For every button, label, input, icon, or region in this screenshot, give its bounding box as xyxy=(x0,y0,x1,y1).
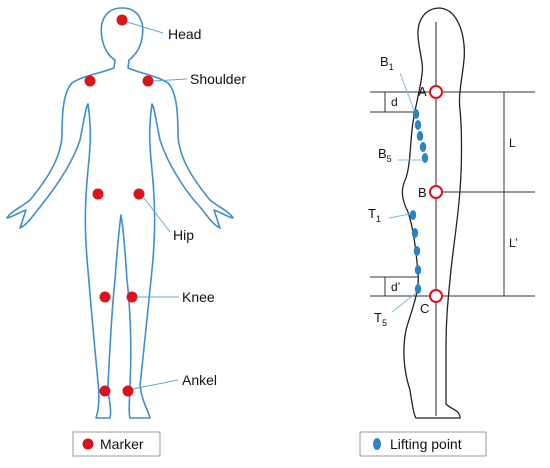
dim-d-prime-label: d’ xyxy=(391,280,400,294)
lifting-point xyxy=(414,265,422,275)
side-leader-lines xyxy=(388,72,423,313)
front-leader-lines xyxy=(126,21,188,390)
hip-leader xyxy=(143,197,171,233)
horizontal-reference-lines xyxy=(370,91,535,297)
front-markers xyxy=(84,14,154,397)
left-shoulder-marker xyxy=(84,75,96,87)
right-shoulder-marker xyxy=(142,75,154,87)
dim-d-label: d xyxy=(391,95,398,109)
point-c-ring xyxy=(429,289,443,303)
side-body-figure xyxy=(401,7,466,419)
lifting-point-legend: Lifting point xyxy=(359,431,487,457)
lifting-point xyxy=(412,109,420,119)
ankle-leader xyxy=(132,379,179,390)
marker-legend-symbol xyxy=(82,438,94,450)
head-leader xyxy=(126,21,164,34)
lifting-legend-symbol xyxy=(373,438,381,450)
left-knee-marker xyxy=(99,291,111,303)
shoulder-label: Shoulder xyxy=(190,71,246,87)
front-labels: Head Shoulder Hip Knee Ankel xyxy=(168,26,246,388)
point-a-label: A xyxy=(418,84,427,99)
marker-legend: Marker xyxy=(72,431,161,457)
lifting-point xyxy=(421,153,429,163)
lifting-label-b1: B1 xyxy=(380,54,394,72)
lifting-label-b5: B5 xyxy=(378,146,392,164)
side-labels: B1 B5 T1 T5 A B C d d’ L L’ xyxy=(368,54,518,328)
lifting-label-t1: T1 xyxy=(368,206,381,224)
dim-l-prime-label: L’ xyxy=(509,236,518,250)
dim-l-label: L xyxy=(509,136,516,150)
right-hip-marker xyxy=(133,188,145,200)
reference-rings xyxy=(429,85,443,303)
shoulder-leader xyxy=(152,78,188,82)
hip-label: Hip xyxy=(173,227,194,243)
point-b-ring xyxy=(429,185,443,199)
lifting-point xyxy=(414,284,422,294)
right-knee-marker xyxy=(126,291,138,303)
knee-label: Knee xyxy=(182,289,215,305)
point-a-ring xyxy=(429,85,443,99)
lifting-point xyxy=(414,120,422,130)
lifting-point xyxy=(419,142,427,152)
head-label: Head xyxy=(168,26,201,42)
lifting-point xyxy=(416,131,424,141)
left-ankle-marker xyxy=(99,385,111,397)
head-marker xyxy=(116,14,128,26)
side-body-outline xyxy=(401,7,466,419)
left-hip-marker xyxy=(92,188,104,200)
lifting-point xyxy=(411,228,419,238)
front-body-figure xyxy=(6,7,234,419)
b1-leader xyxy=(399,72,415,111)
lifting-point xyxy=(413,246,421,256)
point-b-label: B xyxy=(418,185,427,200)
point-c-label: C xyxy=(420,301,429,316)
lifting-point xyxy=(409,210,417,220)
t5-leader xyxy=(391,292,417,313)
lifting-legend-label: Lifting point xyxy=(390,436,462,452)
t1-leader xyxy=(388,213,411,219)
right-ankle-marker xyxy=(122,385,134,397)
lifting-points xyxy=(409,109,429,294)
lifting-label-t5: T5 xyxy=(374,310,387,328)
front-body-outline xyxy=(6,7,234,419)
ankle-label: Ankel xyxy=(182,372,217,388)
marker-legend-label: Marker xyxy=(100,436,144,452)
